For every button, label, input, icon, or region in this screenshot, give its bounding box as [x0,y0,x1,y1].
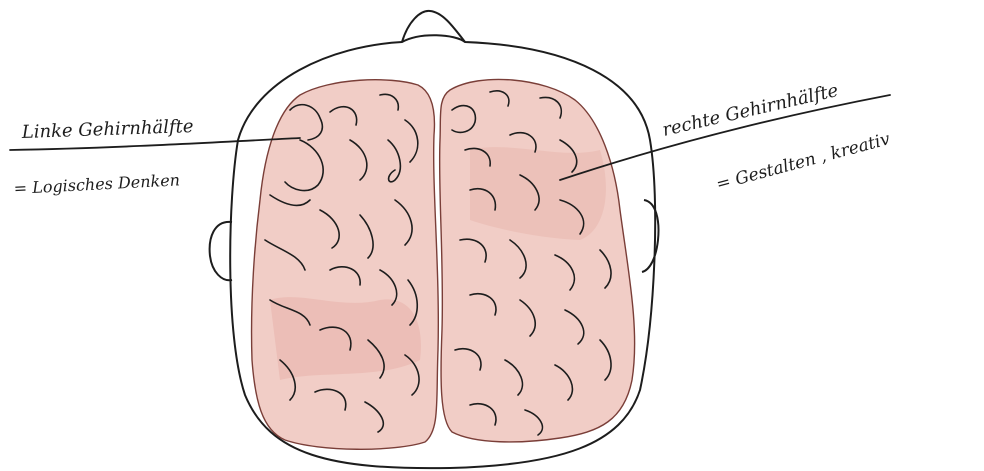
right-hemisphere-description: = Gestalten , kreativ [714,129,892,195]
left-hemisphere-description: = Logisches Denken [13,170,180,198]
left-ear [210,222,232,280]
right-hemisphere [440,79,635,442]
left-hemisphere-title: Linke Gehirnhälfte [20,116,193,143]
left-hemisphere [252,80,439,450]
